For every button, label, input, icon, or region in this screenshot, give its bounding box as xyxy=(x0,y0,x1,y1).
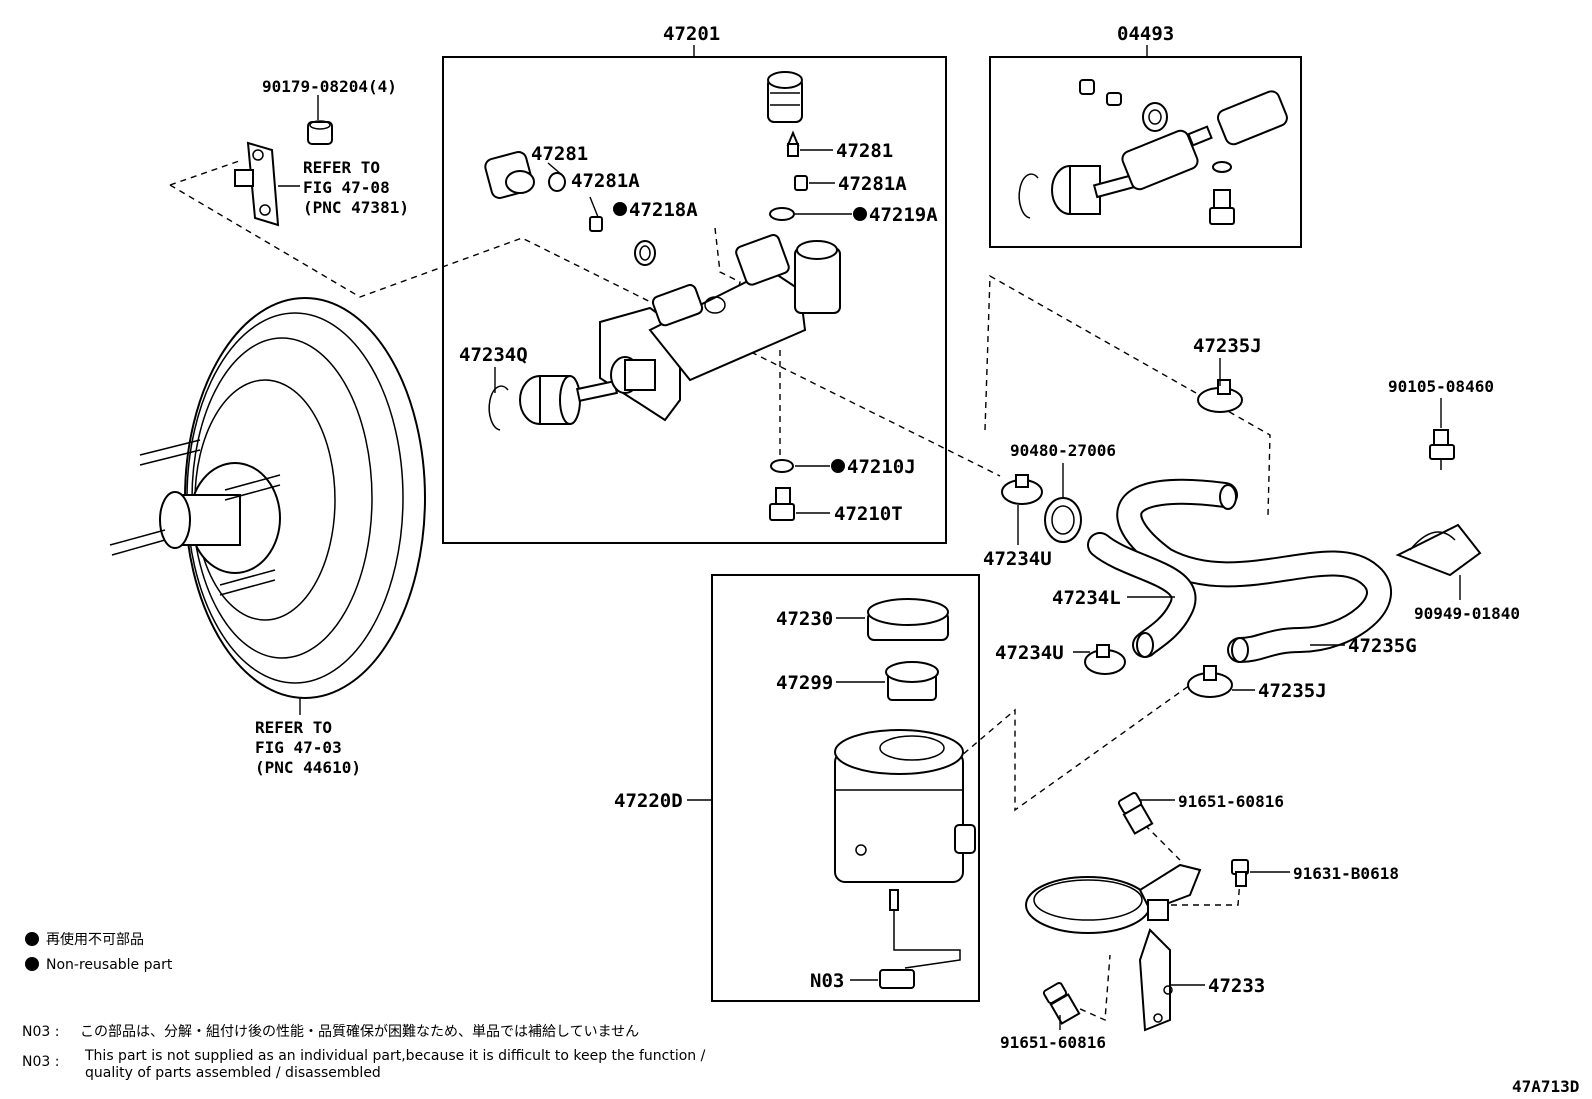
legend-dot-jp xyxy=(25,932,39,946)
label-47234u-top: 47234U xyxy=(983,548,1052,570)
label-refer-fig-47-08-line3: (PNC 47381) xyxy=(303,198,409,217)
label-47233: 47233 xyxy=(1208,975,1265,997)
label-90949-01840: 90949-01840 xyxy=(1414,604,1520,623)
label-47299: 47299 xyxy=(776,672,833,694)
legend-dot-en xyxy=(25,957,39,971)
label-47219a: 47219A xyxy=(869,204,938,226)
label-refer-fig-47-08-line1: REFER TO xyxy=(303,158,380,177)
label-91651-60816-top: 91651-60816 xyxy=(1178,792,1284,811)
bolt-91631 xyxy=(1231,859,1249,887)
assembly-line-hose-right xyxy=(984,274,1271,516)
nut-90179 xyxy=(307,120,333,145)
hose-47234l xyxy=(1087,532,1197,658)
label-refer-fig-47-03-line2: FIG 47-03 xyxy=(255,738,342,757)
repair-kit-parts xyxy=(1018,79,1288,225)
label-47218a: 47218A xyxy=(629,199,698,221)
clamp-47234u-bottom xyxy=(1084,644,1126,675)
gasket-47210j xyxy=(770,459,794,473)
label-90179-08204: 90179-08204(4) xyxy=(262,77,397,96)
label-47235j-bottom: 47235J xyxy=(1258,680,1327,702)
label-refer-fig-47-03-line3: (PNC 44610) xyxy=(255,758,361,777)
assembly-line-booster xyxy=(169,184,1001,477)
assembly-line-bolt-91651-top xyxy=(1144,824,1181,861)
group-label-47201: 47201 xyxy=(663,23,720,45)
note-text-en-line2: quality of parts assembled / disassemble… xyxy=(85,1065,381,1081)
label-refer-fig-47-03-line1: REFER TO xyxy=(255,718,332,737)
group-label-04493: 04493 xyxy=(1117,23,1174,45)
label-47230: 47230 xyxy=(776,608,833,630)
master-cylinder-body xyxy=(599,234,841,422)
gasket-47219a xyxy=(769,207,795,221)
bolt-91651-top xyxy=(1117,792,1154,835)
bracket-47233 xyxy=(1025,863,1202,1032)
reservoir-grommet-right xyxy=(767,71,803,123)
reservoir-47220d xyxy=(834,729,976,883)
group-box-reservoir xyxy=(711,574,980,1002)
brake-booster xyxy=(109,297,426,699)
label-47235g: 47235G xyxy=(1348,635,1417,657)
non-reusable-dot-47210j xyxy=(831,459,845,473)
non-reusable-dot-47218a xyxy=(613,202,627,216)
spring-47281a-right xyxy=(794,175,808,191)
label-47210j: 47210J xyxy=(847,456,916,478)
label-91651-60816-bottom: 91651-60816 xyxy=(1000,1033,1106,1052)
strainer-47299 xyxy=(885,661,939,701)
non-reusable-dot-47219a xyxy=(853,207,867,221)
reservoir-grommet-left xyxy=(484,151,535,199)
snap-ring-47234q xyxy=(488,385,509,431)
assembly-line-reservoir-port xyxy=(714,227,741,321)
oring-47218a xyxy=(634,240,656,266)
label-47281-right: 47281 xyxy=(836,140,893,162)
label-91631-b0618: 91631-B0618 xyxy=(1293,864,1399,883)
bolt-91651-bottom xyxy=(1042,982,1081,1025)
legend-text-jp: 再使用不可部品 xyxy=(46,931,144,948)
group-box-04493 xyxy=(989,56,1302,248)
label-47234u-bottom: 47234U xyxy=(995,642,1064,664)
piston-assembly xyxy=(519,356,656,425)
label-47234l: 47234L xyxy=(1052,587,1121,609)
reservoir-cap-47230 xyxy=(867,598,949,641)
label-47234q: 47234Q xyxy=(459,344,528,366)
hose-47235g xyxy=(1116,478,1392,663)
bolt-90105 xyxy=(1429,429,1455,470)
note-code-jp: N03 : xyxy=(22,1024,59,1040)
label-47210t: 47210T xyxy=(834,503,903,525)
label-47235j-top: 47235J xyxy=(1193,335,1262,357)
label-47281a-left: 47281A xyxy=(571,170,640,192)
label-refer-fig-47-08-line2: FIG 47-08 xyxy=(303,178,390,197)
union-47281-right xyxy=(786,130,800,157)
note-text-en-line1: This part is not supplied as an individu… xyxy=(84,1048,706,1064)
sleeve-90480 xyxy=(1044,497,1082,543)
clamp-47235j-top xyxy=(1197,379,1243,413)
assembly-line-bolt-91631 xyxy=(1160,879,1241,906)
clamp-47234u-top xyxy=(1001,474,1043,505)
clamp-47235j-bottom xyxy=(1187,665,1233,698)
figure-id: 47A713D xyxy=(1512,1077,1579,1096)
level-sensor-n03 xyxy=(879,889,961,989)
note-code-en: N03 : xyxy=(22,1054,59,1070)
label-90105-08460: 90105-08460 xyxy=(1388,377,1494,396)
label-47220d: 47220D xyxy=(614,790,683,812)
label-n03: N03 xyxy=(810,970,844,992)
label-47281-left: 47281 xyxy=(531,143,588,165)
booster-bracket xyxy=(234,141,280,227)
note-text-jp: この部品は、分解・組付け後の性能・品質確保が困難なため、単品では補給していません xyxy=(80,1024,639,1040)
plug-47210t xyxy=(769,487,795,521)
legend-text-en: Non-reusable part xyxy=(46,957,173,973)
union-47281-left xyxy=(548,172,566,192)
label-47281a-right: 47281A xyxy=(838,173,907,195)
label-90480-27006: 90480-27006 xyxy=(1010,441,1116,460)
clip-90949 xyxy=(1395,523,1482,577)
spring-47281a-left xyxy=(589,216,603,232)
assembly-line-bracket xyxy=(169,159,243,186)
